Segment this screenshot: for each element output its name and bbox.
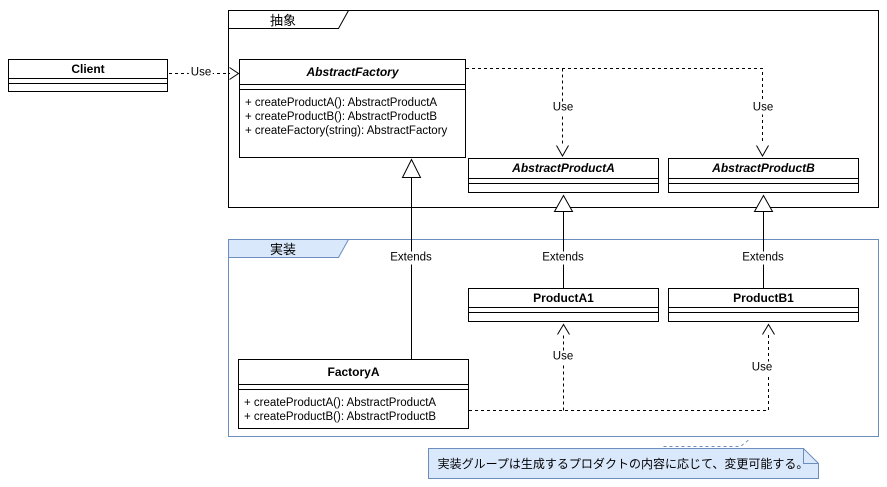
package-tab-implementation[interactable] [228, 239, 350, 258]
edge-label-factory-use-product-a[interactable]: Use [550, 101, 576, 115]
method-line: + createProductA(): AbstractProductA [245, 97, 438, 109]
class-abstract-factory-attributes [240, 85, 465, 90]
method-line: + createProductB(): AbstractProductB [245, 111, 438, 123]
class-abstract-product-a[interactable]: AbstractProductA [468, 158, 659, 193]
package-tab-label-implementation[interactable]: 実装 [269, 241, 296, 257]
class-client-operations [9, 84, 167, 92]
package-frame-implementation[interactable] [228, 239, 879, 437]
class-factory-a[interactable]: FactoryA + createProductA(): AbstractPro… [238, 359, 469, 429]
class-abstract-product-b-attributes [669, 179, 858, 184]
package-tab-abstract[interactable] [228, 10, 350, 29]
open-arrow-down-icon [756, 145, 769, 158]
class-abstract-product-b-operations [669, 184, 858, 193]
note-shape [428, 448, 819, 479]
open-arrow-up-icon [762, 323, 775, 335]
edge-factorya-use-products[interactable] [469, 323, 775, 411]
edge-label-producta1-extends[interactable]: Extends [540, 251, 586, 265]
edge-factorya-extends[interactable] [401, 158, 422, 360]
class-client-attributes [9, 79, 167, 84]
class-abstract-product-a-operations [469, 184, 658, 193]
edge-label-client-use[interactable]: Use [188, 66, 214, 80]
class-abstract-product-b[interactable]: AbstractProductB [668, 158, 859, 193]
edge-factory-use-productb-line[interactable] [466, 68, 763, 145]
note[interactable]: 実装グループは生成するプロダクトの内容に応じて、変更可能する。 [428, 448, 818, 478]
method-line: + createFactory(string): AbstractFactory [245, 125, 448, 137]
class-abstract-factory-title: AbstractFactory [240, 60, 465, 85]
edge-factory-use-products[interactable] [466, 68, 769, 158]
hollow-triangle-up-icon [401, 158, 422, 178]
package-frame-abstract[interactable] [228, 10, 879, 208]
class-product-a1-attributes [469, 308, 658, 313]
note-fold-icon [803, 448, 819, 464]
hollow-triangle-up-icon [553, 194, 574, 212]
class-product-b1-operations [669, 313, 858, 321]
class-abstract-factory[interactable]: AbstractFactory + createProductA(): Abst… [239, 59, 466, 158]
open-arrow-right-icon [229, 67, 240, 80]
open-arrow-down-icon [556, 145, 569, 158]
class-product-a1-title: ProductA1 [469, 289, 658, 308]
edge-factorya-use-productb1-line[interactable] [469, 335, 769, 411]
class-abstract-product-a-attributes [469, 179, 658, 184]
class-abstract-product-a-title: AbstractProductA [469, 159, 658, 179]
edge-label-factorya-extends[interactable]: Extends [388, 251, 434, 265]
edge-label-factorya-use-a1[interactable]: Use [550, 350, 576, 364]
class-factory-a-methods: + createProductA(): AbstractProductA + c… [239, 390, 468, 428]
note-connector-line[interactable] [663, 438, 751, 447]
method-line: + createProductB(): AbstractProductB [244, 411, 437, 423]
note-text: 実装グループは生成するプロダクトの内容に応じて、変更可能する。 [437, 456, 809, 471]
class-client-title: Client [9, 60, 167, 79]
edge-label-factorya-use-b1[interactable]: Use [749, 361, 775, 375]
method-line: + createProductA(): AbstractProductA [244, 397, 437, 409]
edge-producta1-extends[interactable] [553, 194, 574, 289]
class-factory-a-attributes [239, 385, 468, 390]
class-client[interactable]: Client [8, 59, 168, 92]
class-factory-a-title: FactoryA [239, 360, 468, 385]
class-abstract-factory-methods: + createProductA(): AbstractProductA + c… [240, 90, 465, 157]
class-product-b1-attributes [669, 308, 858, 313]
edge-label-factory-use-product-b[interactable]: Use [750, 101, 776, 115]
class-abstract-product-b-title: AbstractProductB [669, 159, 858, 179]
class-product-a1-operations [469, 313, 658, 321]
edge-label-productb1-extends[interactable]: Extends [740, 251, 786, 265]
edge-productb1-extends[interactable] [753, 194, 774, 289]
class-product-a1[interactable]: ProductA1 [468, 288, 659, 322]
open-arrow-up-icon [557, 323, 570, 335]
class-product-b1-title: ProductB1 [669, 289, 858, 308]
class-product-b1[interactable]: ProductB1 [668, 288, 859, 322]
package-tab-label-abstract[interactable]: 抽象 [269, 12, 296, 28]
hollow-triangle-up-icon [753, 194, 774, 212]
